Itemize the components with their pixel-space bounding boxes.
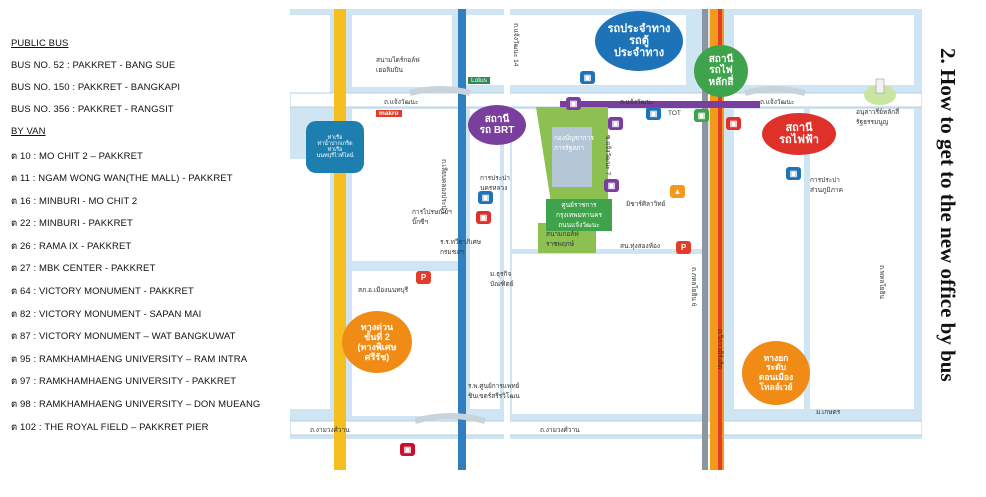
city-blocks (290, 15, 922, 470)
hospital-label: ร.พ.ศูนย์การแพทย์ ชินเขตร์สรีรวิโฒน (468, 383, 520, 400)
bus-line: BUS NO. 150 : PAKKRET - BANGKAPI (11, 82, 181, 93)
road-label: ถ.แจ้งวัฒนะ (620, 99, 655, 106)
makro-label: makro (376, 110, 402, 117)
government-building (552, 127, 592, 187)
tollgate-icon: ▣ (400, 443, 415, 456)
kaset-label: ม.เกษตร (816, 409, 841, 416)
van-line: ต 64 : VICTORY MONUMENT - PAKKRET (11, 286, 194, 297)
road-label: ถ.แจ้งวัฒนะ (384, 99, 419, 106)
soi-14-road (504, 9, 510, 470)
road-label: ถ.งามวงศ์วาน (310, 427, 350, 434)
rail-red (718, 9, 722, 470)
bus-line: BUS NO. 52 : PAKKRET - BANG SUE (11, 60, 176, 71)
van-line: ต 82 : VICTORY MONUMENT - SAPAN MAI (11, 309, 202, 320)
government-center-label: ศูนย์ราชการกรุงเทพมหานคร ถนนแจ้งวัฒนะ (546, 199, 612, 231)
police-label: สน.ทุ่งสองห้อง (620, 243, 661, 250)
van-line: ต 11 : NGAM WONG WAN(THE MALL) - PAKKRET (11, 173, 233, 184)
train-icon: ▣ (694, 109, 709, 122)
road-label: ถ.แจ้งวัฒนะ (760, 99, 795, 106)
post-icon: ▣ (476, 211, 491, 224)
van-line: ต 95 : RAMKHAMHAENG UNIVERSITY – RAM INT… (11, 354, 248, 365)
van-line: ต 102 : THE ROYAL FIELD – PAKKRET PIER (11, 422, 209, 433)
water-icon: ▣ (478, 191, 493, 204)
canal-blue (458, 9, 466, 470)
vibhavadi-label: ถ.วิภาวดีรังสิต (716, 329, 723, 370)
map-drawing (290, 9, 922, 470)
provincial-water-label: การประปา ส่วนภูมิภาค (810, 177, 843, 194)
skytrain-icon: ▣ (726, 117, 741, 130)
train-station-bubble: สถานี รถไฟ หลักสี่ (694, 45, 748, 97)
pier-text: ท่าเรือ ท่าน้ำปากเกร็ด ท่าเรือ นนทบุรีไว… (316, 134, 354, 160)
skytrain-text: สถานี รถไฟฟ้า (779, 121, 819, 146)
phahon-road-label: ถ.พหลโยธิน (878, 265, 885, 300)
marker-icon: ▲ (670, 185, 685, 198)
bus-icon: ▣ (580, 71, 595, 84)
skytrain-bubble: สถานี รถไฟฟ้า (762, 113, 836, 155)
overpass-3 (414, 413, 486, 424)
location-map: ถ.แจ้งวัฒนะ ถ.แจ้งวัฒนะ ถ.แจ้งวัฒนะ ถ.งา… (290, 9, 922, 470)
monument-label: อนุสาวรีย์หลักสี่ รัฐธรรมนูญ (856, 109, 900, 126)
expressway-yellow (334, 9, 346, 470)
bus-stop-text: รถประจำทาง รถตู้ ประจำทาง (607, 22, 671, 60)
side-title: 2. How to get to the new office by bus (936, 48, 960, 382)
pier-bubble: ท่าเรือ ท่าน้ำปากเกร็ด ท่าเรือ นนทบุรีไว… (306, 121, 364, 173)
soi-6-label: ถ.ภหลโยธิน 6 (690, 267, 697, 307)
expressway-text: ทางด่วน ขั้นที่ 2 (ทางพิเศษ ศรีรัช) (357, 321, 397, 363)
government-building-label: กองบัญชาการ การรัฐสภา (554, 135, 594, 152)
brt-text: สถานี รถ BRT (479, 113, 515, 136)
monument (875, 78, 885, 94)
shopping-label: สนามไดร์กอล์ฟ เฮอลิมปิน (376, 57, 420, 74)
van-line: ต 26 : RAMA IX - PAKKRET (11, 241, 132, 252)
van-heading: BY VAN (11, 126, 46, 137)
expressway-bubble: ทางด่วน ขั้นที่ 2 (ทางพิเศษ ศรีรัช) (342, 311, 412, 373)
tollway-bubble: ทางยก ระดับ ดอนเมือง โทลล์เวย์ (742, 341, 810, 405)
road-label: ถ.งามวงศ์วาน (540, 427, 580, 434)
tot-label: TOT (668, 110, 681, 117)
water-authority-label: การประปา นครหลวง (480, 175, 510, 192)
van-line: ต 22 : MINBURI - PAKKRET (11, 218, 133, 229)
bus-icon: ▣ (646, 107, 661, 120)
van-line: ต 10 : MO CHIT 2 – PAKKRET (11, 151, 143, 162)
van-line: ต 98 : RAMKHAMHAENG UNIVERSITY – DON MUE… (11, 399, 261, 410)
soi-14-label: ถ.แจ้งวัฒนะ 14 (512, 23, 519, 67)
university-label: ม.ธุรกิจ บัณฑิตย์ (490, 271, 514, 288)
brt-icon: ▣ (604, 179, 619, 192)
road-ngamwongwan (290, 420, 922, 436)
railway-grey (702, 9, 708, 470)
monument-circle (864, 85, 896, 105)
brt-bubble: สถานี รถ BRT (468, 105, 526, 145)
train-station-text: สถานี รถไฟ หลักสี่ (708, 54, 734, 88)
parking-icon: P (416, 271, 431, 284)
overpass-2 (744, 86, 806, 96)
van-line: ต 16 : MINBURI - MO CHIT 2 (11, 196, 138, 207)
side-title-container: 2. How to get to the new office by bus (929, 48, 981, 488)
public-bus-heading: PUBLIC BUS (11, 38, 69, 49)
golf-label: สนามกอล์ฟ ราชพฤกษ์ (546, 231, 579, 248)
school-2-label: มิชาร์ศิลาวิทย์ (626, 201, 666, 208)
van-line: ต 97 : RAMKHAMHAENG UNIVERSITY - PAKKRET (11, 376, 237, 387)
van-line: ต 87 : VICTORY MONUMENT – WAT BANGKUWAT (11, 331, 236, 342)
pracha-road-label: ถ.เลียบคลองประปา (440, 159, 447, 214)
parking-icon: P (676, 241, 691, 254)
bus-line: BUS NO. 356 : PAKKRET - RANGSIT (11, 104, 174, 115)
brt-line (560, 101, 760, 108)
van-line: ต 27 : MBK CENTER - PAKKRET (11, 263, 156, 274)
building-icon: ▣ (786, 167, 801, 180)
police-station-label: สภ.อ.เมืองนนทบุรี (358, 287, 409, 294)
overpass-1 (409, 86, 471, 96)
brt-icon: ▣ (566, 97, 581, 110)
tollway-text: ทางยก ระดับ ดอนเมือง โทลล์เวย์ (758, 352, 794, 392)
school-label: ร.ร.ทวีธาภิเศษ กรมชลฯ (440, 239, 482, 256)
bus-legend: PUBLIC BUS BUS NO. 52 : PAKKRET - BANG S… (0, 0, 300, 497)
lotus-label: Lotus (468, 77, 490, 84)
soi-7-label: ซ.แจ้งวัฒนะ 7 (604, 135, 611, 176)
brt-icon: ▣ (608, 117, 623, 130)
post-office-label: การไปรษณีย์ฯ บิ๊กซีฯ (412, 209, 452, 226)
bus-stop-bubble: รถประจำทาง รถตู้ ประจำทาง (595, 11, 683, 71)
